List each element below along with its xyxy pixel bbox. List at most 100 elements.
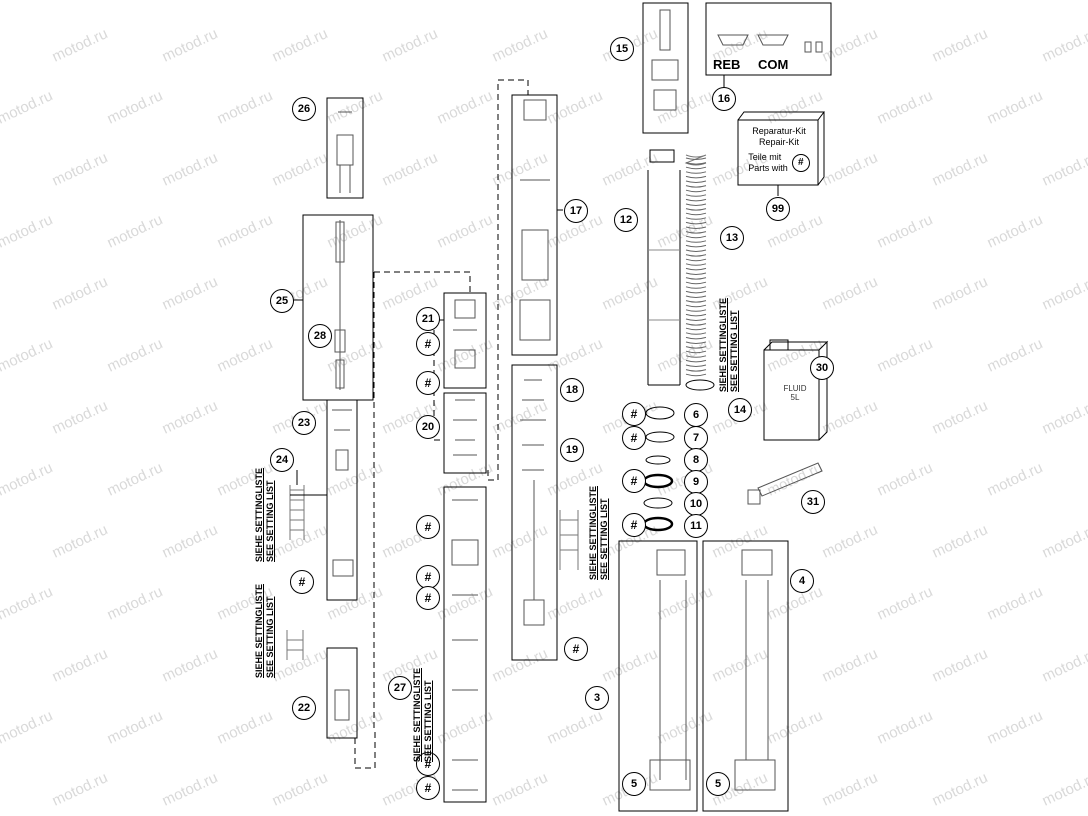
callout-14: 14 <box>728 398 752 422</box>
ring-14 <box>685 379 715 391</box>
spring-coil <box>685 162 707 165</box>
spring-coil <box>685 235 707 239</box>
callout-7: 7 <box>684 426 708 450</box>
setting-label-de: SIEHE SETTINGLISTE <box>254 467 264 562</box>
spring-coil <box>685 189 707 193</box>
callout-hash-8: # <box>416 776 440 800</box>
repair-kit-line3: Teile mit <box>748 152 782 162</box>
callout-hash-7: # <box>416 752 440 776</box>
spring-coil <box>685 346 707 349</box>
oil-can <box>763 339 829 441</box>
fork-leg-3-box <box>618 540 698 812</box>
spring-coil <box>685 272 707 275</box>
callout-12: 12 <box>614 208 638 232</box>
callout-hash-2: # <box>416 332 440 356</box>
spring-coil <box>685 208 707 211</box>
repair-kit-text: Reparatur-Kit Repair-Kit Teile mit Parts… <box>742 126 816 174</box>
com-label: COM <box>758 57 789 72</box>
part-23-box <box>326 399 358 601</box>
part-19-box <box>511 364 558 661</box>
spring-coil <box>685 175 707 179</box>
spring-coil <box>685 318 707 321</box>
setting-label-24: SIEHE SETTINGLISTE SEE SETTING LIST <box>254 468 276 562</box>
spring-coil <box>685 254 707 257</box>
callout-27: 27 <box>388 676 412 700</box>
part-27-box <box>443 486 487 803</box>
spring-coil <box>685 359 707 363</box>
spring-coil <box>685 313 707 317</box>
spring-coil <box>685 341 707 344</box>
spring-coil <box>685 226 707 229</box>
setting-label-en: SEE SETTING LIST <box>599 498 609 580</box>
spring-coil <box>685 355 707 358</box>
spring-coil <box>685 300 707 303</box>
ring-10 <box>643 497 673 509</box>
setting-label-de: SIEHE SETTINGLISTE <box>412 667 422 762</box>
setting-label-19: SIEHE SETTINGLISTE SEE SETTING LIST <box>588 486 610 580</box>
spring-coil <box>685 263 707 266</box>
spring-coil <box>685 277 707 280</box>
spring-coil <box>685 295 707 298</box>
callout-99: 99 <box>766 197 790 221</box>
setting-label-22: SIEHE SETTINGLISTE SEE SETTING LIST <box>254 584 276 678</box>
spring-coil <box>685 212 707 216</box>
callout-13: 13 <box>720 226 744 250</box>
callout-hash-12: # <box>622 469 646 493</box>
callout-26: 26 <box>292 97 316 121</box>
part-21-box <box>443 292 487 389</box>
part-22-box <box>326 647 358 739</box>
callout-11: 11 <box>684 514 708 538</box>
ring-8 <box>645 455 671 465</box>
spring-coil <box>685 364 707 367</box>
setting-label-de: SIEHE SETTINGLISTE <box>718 297 728 392</box>
callout-25: 25 <box>270 289 294 313</box>
callout-5-right: 5 <box>706 772 730 796</box>
ring-7 <box>645 431 675 443</box>
part-17-box <box>511 94 558 356</box>
spring-coil <box>685 304 707 308</box>
callout-6: 6 <box>684 403 708 427</box>
part-15-box <box>642 2 689 134</box>
part-20-box <box>443 392 487 474</box>
part-16-box <box>705 2 832 76</box>
setting-label-13: SIEHE SETTINGLISTE SEE SETTING LIST <box>718 298 740 392</box>
setting-label-en: SEE SETTING LIST <box>265 596 275 678</box>
spring-coil <box>685 221 707 225</box>
repair-kit-line1: Reparatur-Kit <box>752 126 806 136</box>
callout-18: 18 <box>560 378 584 402</box>
spring-coil <box>685 166 707 170</box>
setting-label-en: SEE SETTING LIST <box>729 310 739 392</box>
spring-coil <box>685 327 707 331</box>
spring-coil <box>685 281 707 285</box>
grease-tube <box>747 462 823 505</box>
callout-hash-11: # <box>622 426 646 450</box>
callout-22: 22 <box>292 696 316 720</box>
callout-28: 28 <box>308 324 332 348</box>
callout-24: 24 <box>270 448 294 472</box>
callout-30: 30 <box>810 356 834 380</box>
setting-label-en: SEE SETTING LIST <box>265 480 275 562</box>
callout-20: 20 <box>416 415 440 439</box>
callout-9: 9 <box>684 470 708 494</box>
setting-label-en: SEE SETTING LIST <box>423 680 433 762</box>
fluid-label: FLUID 5L <box>783 384 807 402</box>
callout-19: 19 <box>560 438 584 462</box>
tube-12 <box>647 149 681 386</box>
callout-5-left: 5 <box>622 772 646 796</box>
repair-kit-box <box>737 111 825 186</box>
callout-23: 23 <box>292 411 316 435</box>
ring-11 <box>642 516 674 532</box>
spring-coil <box>685 309 707 312</box>
fork-leg-4-box <box>702 540 789 812</box>
callout-hash-6: # <box>416 586 440 610</box>
callout-hash-3: # <box>416 371 440 395</box>
callout-4: 4 <box>790 569 814 593</box>
callout-hash-10: # <box>622 402 646 426</box>
setting-label-de: SIEHE SETTINGLISTE <box>254 583 264 678</box>
spring-coil <box>685 157 707 160</box>
spring-coil <box>685 244 707 248</box>
spring-coil <box>685 240 707 243</box>
callout-16: 16 <box>712 87 736 111</box>
spring-coil <box>685 258 707 262</box>
